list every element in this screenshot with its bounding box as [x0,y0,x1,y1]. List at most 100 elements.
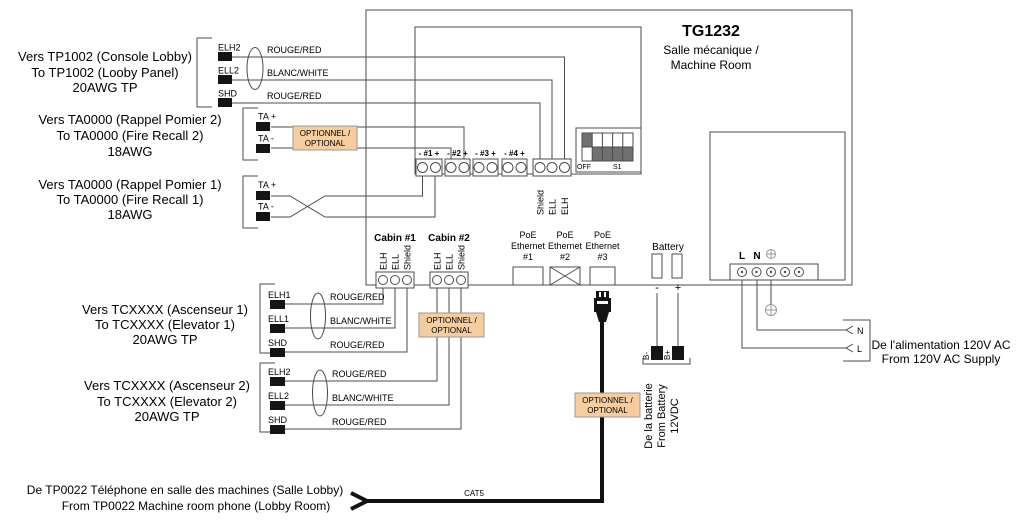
poe-port-2-x-icon [549,266,581,286]
battery-note-voltage: 12VDC [669,398,681,434]
bracket-battery [642,358,691,365]
bracket-fire1 [242,175,258,229]
poe-port-3[interactable] [589,266,616,286]
mains-l-label: L [739,251,745,262]
dip-switch-s1[interactable]: OFF S1 [575,127,642,173]
elev2-line1: Vers TCXXXX (Ascenseur 2) [84,378,250,393]
bracket-mains [843,319,871,362]
arrow-mains-n-icon [844,325,854,335]
mains-section: L N N L De l'alimentation 120V AC From 1… [729,249,1011,366]
cabin-connectors: Cabin #1 Cabin #2 ELH ELL Shield ELH ELL… [374,233,470,289]
left-group-texts: Vers TP1002 (Console Lobby) To TP1002 (L… [18,49,250,424]
elev1-line2: To TCXXXX (Elevator 1) [95,317,235,332]
b-plus-label: B+ [663,350,672,360]
fire2-line2: To TA0000 (Fire Recall 2) [57,128,204,143]
page-title: TG1232 [682,23,740,40]
inner-wiring-outline [414,26,642,175]
fire2-line3: 18AWG [107,144,152,159]
tp1002-line3: 20AWG TP [72,80,137,95]
twisted-pair-icon [310,292,326,340]
elev1-line3: 20AWG TP [132,332,197,347]
pin-shd: SHD [218,89,238,99]
wirelabel-white2: BLANC/WHITE [330,316,392,326]
mains-n-label: N [753,251,760,262]
optional-text-1a: OPTIONNEL / [300,129,351,138]
wire-elev1-ell [285,284,396,329]
elev1-line1: Vers TCXXXX (Ascenseur 1) [82,302,248,317]
b-minus-label: B- [642,352,651,360]
battery-terminal-plus [671,253,683,279]
pin-elev2-elh2: ELH2 [268,367,291,377]
battery-minus-label: - [655,282,659,294]
mains-note-fr: De l'alimentation 120V AC [871,338,1010,352]
strip2-label: - #2 + [447,149,468,158]
tp1002-line2: To TP1002 (Looby Panel) [31,65,178,80]
wirelabel-red6: ROUGE/RED [332,417,387,427]
fire1-line3: 18AWG [107,207,152,222]
wirelabel-red3: ROUGE/RED [330,292,385,302]
optional-text-3b: OPTIONAL [587,406,628,415]
dip-name-label: S1 [613,164,622,171]
strip1-label: - #1 + [419,149,440,158]
cabin1-elh-label: ELH [379,252,389,270]
poe-ports: PoE Ethernet #1 PoE Ethernet #2 PoE Ethe… [511,230,620,286]
poe2-num: #2 [560,252,570,262]
wirelabel-red4: ROUGE/RED [330,340,385,350]
wirelabel-red2: ROUGE/RED [267,91,322,101]
poe3-label: PoE [594,230,611,240]
battery-title: Battery [652,242,684,253]
title-sub-fr: Salle mécanique / [663,43,759,57]
elev2-line2: To TCXXXX (Elevator 2) [97,394,237,409]
wire-elh2-lobby [232,56,565,162]
battery-section: Battery - + B- B+ De la batterie From Ba… [642,242,684,449]
pin-fire1-minus: TA - [258,202,274,212]
dip-off-label: OFF [577,164,591,171]
pin-ell2: ELL2 [218,66,239,76]
fire1-line2: To TA0000 (Fire Recall 1) [57,192,204,207]
strip4-label: - #4 + [504,149,525,158]
battery-plus-label: + [675,282,681,294]
twisted-pair-icon [312,369,328,417]
wire-elev1-shd [285,284,408,353]
terminal-strips: - #1 + - #2 + - #3 + - #4 + Shield ELL E… [415,149,572,215]
cat5-arrow-icon [350,491,372,511]
poe2-label: PoE [556,230,573,240]
battery-lug-plus [672,346,684,360]
battery-lug-minus [651,346,663,360]
rj45-plug-icon [594,291,611,322]
title-sub-en: Machine Room [671,58,752,72]
wire-mains-n [756,280,846,331]
pin-elev2-ell2: ELL2 [268,391,289,401]
optional-text-2b: OPTIONAL [431,326,472,335]
pin-elev1-shd: SHD [268,338,288,348]
wirelabel-red5: ROUGE/RED [332,369,387,379]
cat5-note-en: From TP0022 Machine room phone (Lobby Ro… [62,499,331,513]
optional-text-1b: OPTIONAL [305,139,346,148]
wirelabel-white1: BLANC/WHITE [267,68,329,78]
cabin2-ell-label: ELL [445,254,455,270]
bus-elh-label: ELH [560,197,570,215]
mains-arrow-n-label: N [857,326,864,336]
twisted-pair-symbols [246,47,328,417]
bus-ell-label: ELL [548,199,558,215]
strip3-label: - #3 + [475,149,496,158]
cabin1-title: Cabin #1 [374,233,416,244]
battery-note-en: From Battery [656,384,668,448]
cabin2-title: Cabin #2 [428,233,470,244]
wire-mains-l [741,280,846,349]
cat5-cable: CAT5 De TP0022 Téléphone en salle des ma… [27,291,611,513]
poe-port-1[interactable] [512,266,544,286]
poe1-num: #1 [523,252,533,262]
pin-elev2-shd: SHD [268,415,288,425]
pin-elh2: ELH2 [218,43,241,53]
cabin1-shield-label: Shield [403,245,413,270]
fire2-line1: Vers TA0000 (Rappel Pomier 2) [38,112,221,127]
wire-fire1-minus [271,172,423,218]
poe2-label2: Ethernet [548,241,583,251]
poe3-num: #3 [597,252,607,262]
cabin2-shield-label: Shield [457,245,467,270]
earth-ground-icon [765,304,777,316]
wirelabel-red1: ROUGE/RED [267,45,322,55]
